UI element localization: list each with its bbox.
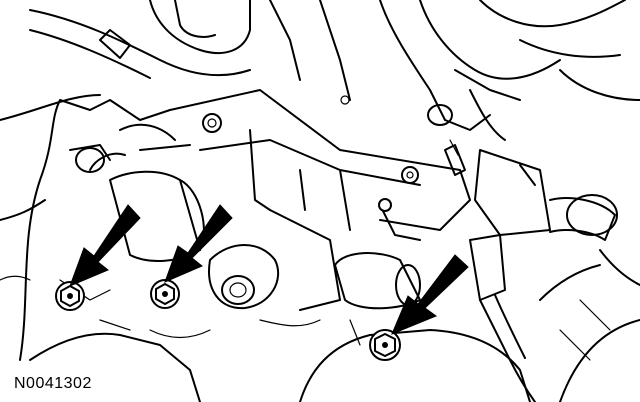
arrow-icon	[164, 204, 233, 283]
mounting-bracket	[169, 89, 471, 231]
right-cylinder	[334, 198, 421, 310]
sensor-connector	[444, 139, 618, 402]
figure-code-label: N0041302	[14, 375, 92, 392]
bolt-center	[150, 279, 180, 309]
upper-hoses	[29, 0, 640, 141]
bolt-left	[55, 281, 85, 311]
housing-outline	[0, 94, 640, 402]
central-boss	[208, 209, 341, 311]
bolt-right	[369, 329, 401, 361]
arrow-icon	[391, 254, 469, 335]
arrow-icon	[69, 204, 141, 287]
fine-details	[0, 275, 611, 361]
left-cylinder-housing	[69, 123, 205, 262]
